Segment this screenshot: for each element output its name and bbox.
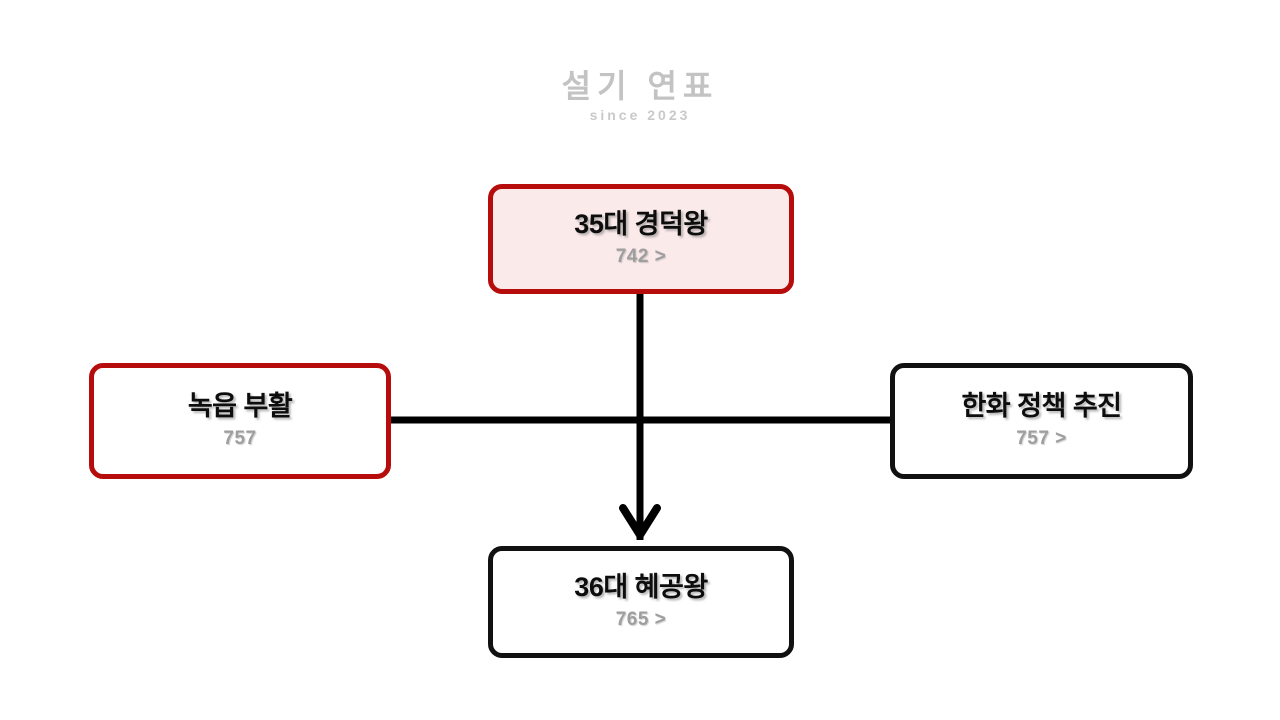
node-hanhwa-subtitle: 757 > xyxy=(1016,427,1067,449)
node-hanhwa-title: 한화 정책 추진 xyxy=(961,391,1122,422)
arrowhead-down-icon xyxy=(619,504,661,539)
node-king36-title: 36대 혜공왕 xyxy=(574,572,708,603)
node-king36-subtitle: 765 > xyxy=(615,608,667,630)
node-nokeup[interactable]: 녹읍 부활 757 xyxy=(89,363,391,479)
node-nokeup-subtitle: 757 xyxy=(223,427,257,449)
node-king35[interactable]: 35대 경덕왕 742 > xyxy=(488,184,794,294)
node-king35-subtitle: 742 > xyxy=(615,245,667,267)
node-nokeup-title: 녹읍 부활 xyxy=(187,391,293,422)
node-king35-title: 35대 경덕왕 xyxy=(574,209,708,240)
node-king36[interactable]: 36대 혜공왕 765 > xyxy=(488,546,794,658)
node-hanhwa[interactable]: 한화 정책 추진 757 > xyxy=(890,363,1193,479)
